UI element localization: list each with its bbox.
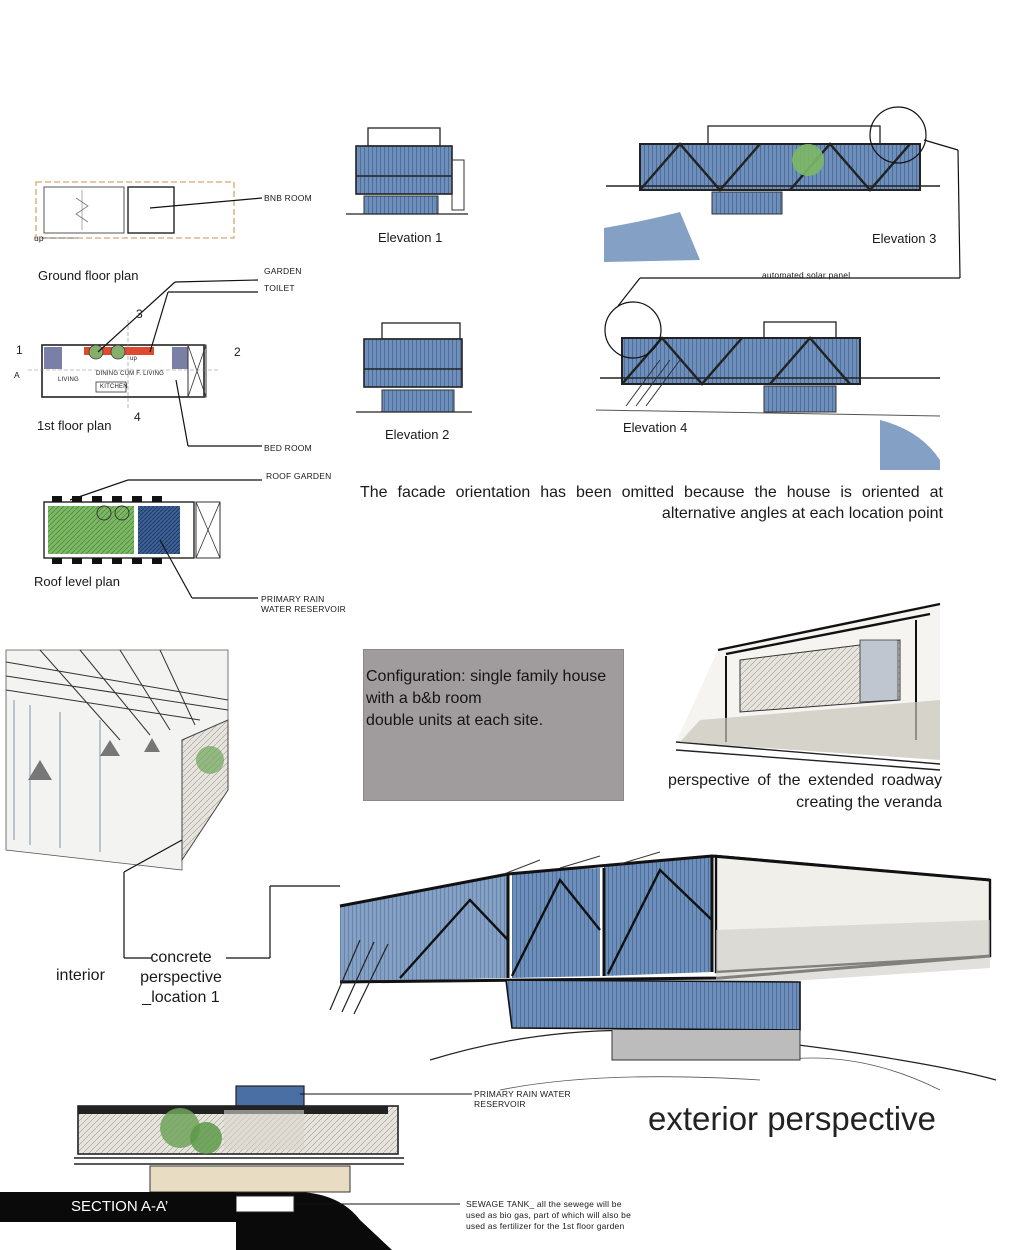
configuration-box: Configuration: single family house with … (363, 649, 624, 801)
plan-room-dining: DINING CUM F. LIVING (96, 371, 165, 377)
label-sewage-line1: SEWAGE TANK_ all the sewege will be (466, 1199, 622, 1209)
marker-3: 3 (136, 307, 143, 321)
section-a-a-drawing (74, 1085, 472, 1250)
marker-1: 1 (16, 343, 23, 357)
exterior-perspective-title: exterior perspective (648, 1100, 936, 1137)
caption-roof-level-plan: Roof level plan (34, 574, 120, 589)
marker-2: 2 (234, 345, 241, 359)
label-garden: GARDEN (264, 266, 302, 276)
orientation-note: The facade orientation has been omitted … (360, 484, 943, 522)
veranda-caption: perspective of the extended roadway crea… (668, 772, 942, 811)
plan-room-living: LIVING (58, 377, 79, 383)
interior-perspective-sketch (5, 649, 229, 959)
label-roof-garden: ROOF GARDEN (266, 471, 332, 481)
caption-elevation-2: Elevation 2 (385, 427, 450, 442)
caption-elevation-4: Elevation 4 (623, 420, 688, 435)
caption-ground-floor-plan: Ground floor plan (38, 268, 139, 283)
config-line-3: double units at each site. (366, 712, 544, 729)
concrete-line-3: _location 1 (142, 989, 220, 1006)
caption-elevation-1: Elevation 1 (378, 230, 443, 245)
concrete-caption-leader (226, 885, 340, 959)
first-floor-plan (28, 279, 262, 447)
label-reservoir-line2: WATER RESERVOIR (261, 604, 347, 614)
marker-4: 4 (134, 410, 141, 424)
ground-floor-plan (35, 181, 263, 239)
elevation-4-drawing (595, 277, 941, 470)
label-toilet: TOILET (264, 283, 295, 293)
config-line-1: Configuration: single family house (366, 668, 607, 685)
concrete-line-1: concrete (150, 949, 212, 966)
label-automated-solar-panel: automated solar panel (762, 270, 851, 280)
plan-room-kitchen: KITCHEN (100, 384, 128, 390)
concrete-line-2: perspective (140, 969, 222, 986)
elevation-1-drawing (346, 127, 468, 215)
section-title: SECTION A-A’ (71, 1198, 169, 1215)
label-reservoir-line1: PRIMARY RAIN (261, 594, 325, 604)
label-section-reservoir-line2: RESERVOIR (474, 1099, 526, 1109)
marker-a: A (14, 370, 20, 380)
elevation-3-drawing (600, 106, 961, 279)
label-section-reservoir-line1: PRIMARY RAIN WATER (474, 1089, 571, 1099)
caption-first-floor-plan: 1st floor plan (37, 418, 112, 433)
elevation-2-drawing (356, 322, 472, 413)
caption-interior: interior (56, 967, 105, 984)
config-line-2: with a b&b room (366, 690, 482, 707)
label-bnb-room: BNB ROOM (264, 193, 312, 203)
label-up-ground: up (34, 233, 44, 243)
caption-concrete-perspective: concrete perspective _location 1 (136, 948, 226, 1008)
label-sewage-line3: used as fertilizer for the 1st floor gar… (466, 1221, 625, 1231)
section-title-bar (0, 1192, 236, 1222)
roof-level-plan (43, 479, 262, 599)
caption-elevation-3: Elevation 3 (872, 231, 937, 246)
plan-up-first: up (130, 356, 138, 362)
exterior-perspective-sketch (329, 851, 997, 1091)
label-sewage-line2: used as bio gas, part of which will also… (466, 1210, 631, 1220)
label-bed-room: BED ROOM (264, 443, 312, 453)
veranda-perspective-sketch (675, 602, 941, 771)
